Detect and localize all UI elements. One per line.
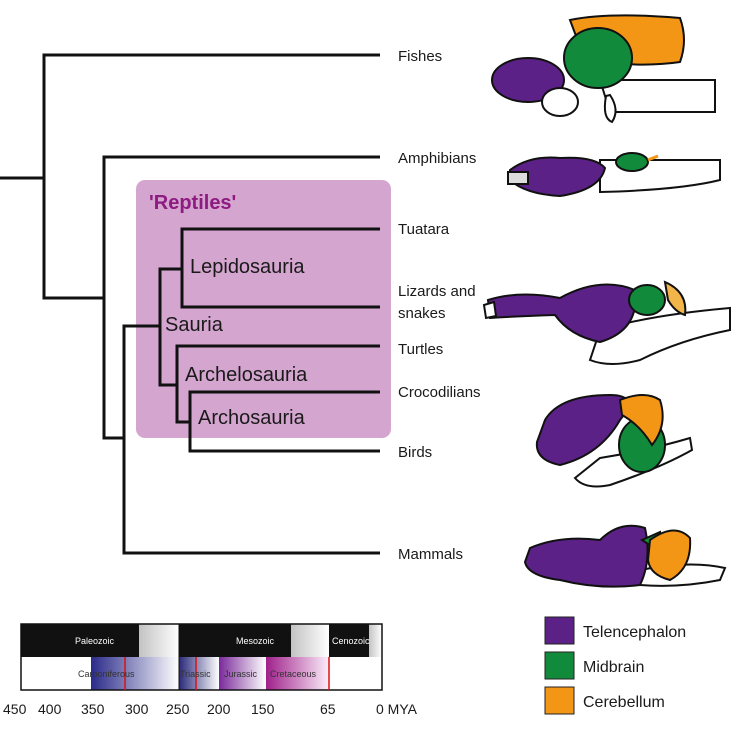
taxon-label-lizards-line1: Lizards and xyxy=(398,283,476,300)
branch-amniota xyxy=(102,298,124,440)
branch-turtles xyxy=(175,344,380,385)
branch-birds xyxy=(188,422,380,453)
tick-label: 65 xyxy=(320,701,336,717)
legend-swatch-telencephalon xyxy=(544,616,575,645)
period-label-triassic: Triassic xyxy=(180,669,211,679)
era-label-paleozoic: Paleozoic xyxy=(75,636,115,646)
period-carboniferous xyxy=(91,657,179,690)
taxon-label-tuatara: Tuatara xyxy=(398,221,450,238)
tree-branches xyxy=(0,53,380,555)
branch-crocodilians xyxy=(188,390,380,422)
brain-amphibians-icon xyxy=(507,152,721,198)
tick-label: 300 xyxy=(125,701,149,717)
legend-label-telencephalon: Telencephalon xyxy=(583,624,686,641)
brain-lizards-icon xyxy=(482,280,731,365)
tick-label: 200 xyxy=(207,701,231,717)
reptiles-group-label: 'Reptiles' xyxy=(149,192,236,214)
period-label-carboniferous: Carboniferous xyxy=(78,669,135,679)
clade-label-lepidosauria: Lepidosauria xyxy=(190,256,305,278)
era-label-mesozoic: Mesozoic xyxy=(236,636,275,646)
period-label-cretaceous: Cretaceous xyxy=(270,669,317,679)
tick-label: 150 xyxy=(251,701,275,717)
period-jurassic xyxy=(219,657,266,690)
branch-tuatara xyxy=(180,227,380,269)
period-label-jurassic: Jurassic xyxy=(224,669,258,679)
branch-sauria xyxy=(122,324,160,438)
legend-label-cerebellum: Cerebellum xyxy=(583,694,665,711)
tick-label: 250 xyxy=(166,701,190,717)
taxon-label-birds: Birds xyxy=(398,444,432,461)
tick-label: 400 xyxy=(38,701,62,717)
branch-mammals xyxy=(122,438,380,555)
taxon-label-amphibians: Amphibians xyxy=(398,150,476,167)
tick-label: 0 MYA xyxy=(376,701,418,717)
taxon-label-lizards-line2: snakes xyxy=(398,305,446,322)
period-triassic xyxy=(179,657,219,690)
clade-label-sauria: Sauria xyxy=(165,314,224,336)
clade-label-archelosauria: Archelosauria xyxy=(185,364,308,386)
brain-fishes-icon xyxy=(491,14,716,124)
taxon-label-turtles: Turtles xyxy=(398,341,443,358)
legend-label-midbrain: Midbrain xyxy=(583,659,644,676)
reptiles-group-box xyxy=(136,180,391,438)
era-label-cenozoic: Cenozoic xyxy=(332,636,370,646)
taxon-label-crocodilians: Crocodilians xyxy=(398,384,481,401)
branch-lizards xyxy=(180,269,380,309)
legend: Telencephalon Midbrain Cerebellum xyxy=(544,616,686,715)
branch-fishes xyxy=(42,53,380,178)
brain-mammals-icon xyxy=(523,524,727,588)
branch-archelosauria xyxy=(158,326,177,387)
clade-label-archosauria: Archosauria xyxy=(198,407,306,429)
legend-swatch-midbrain xyxy=(544,651,575,680)
legend-swatch-cerebellum xyxy=(544,686,575,715)
branch-archosauria xyxy=(175,385,190,424)
branch-tetrapods xyxy=(42,178,104,300)
period-cretaceous xyxy=(266,657,329,690)
branch-amphibians-node xyxy=(102,155,380,298)
taxon-label-fishes: Fishes xyxy=(398,48,442,65)
tick-label: 450 xyxy=(3,701,27,717)
tick-label: 350 xyxy=(81,701,105,717)
geologic-timeline: Paleozoic Mesozoic Cenozoic Carboniferou… xyxy=(3,623,418,717)
brain-birds-icon xyxy=(535,393,694,488)
branch-lepidosauria xyxy=(158,267,182,326)
taxon-label-mammals: Mammals xyxy=(398,546,463,563)
